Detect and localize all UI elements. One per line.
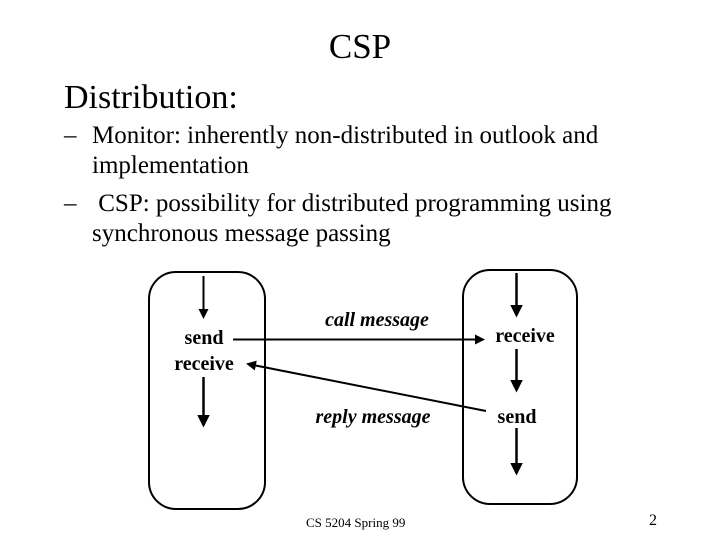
bullet-text-line: Monitor: inherently non-distributed in o… xyxy=(92,122,599,149)
left-receive-label: receive xyxy=(174,353,234,375)
right-process-box xyxy=(462,269,578,505)
left-process-box xyxy=(148,271,266,510)
left-send-label: send xyxy=(184,327,224,349)
bullet-dash: – xyxy=(64,190,77,217)
bullet-text-line: synchronous message passing xyxy=(92,220,391,247)
bullet-item: – Monitor: inherently non-distributed in… xyxy=(64,121,684,181)
bullet-dash: – xyxy=(64,122,77,149)
slide-title: CSP xyxy=(328,27,392,66)
right-send-label: send xyxy=(497,406,537,428)
bullet-text-line: CSP: possibility for distributed program… xyxy=(92,190,612,217)
reply-message-label: reply message xyxy=(315,406,431,428)
bullet-text: Monitor: inherently non-distributed in o… xyxy=(92,121,598,181)
bullet-list: – Monitor: inherently non-distributed in… xyxy=(64,121,684,249)
bullet-item: – CSP: possibility for distributed progr… xyxy=(64,189,684,249)
right-receive-label: receive xyxy=(495,325,555,347)
section-heading: Distribution: xyxy=(64,79,238,116)
bullet-text-line: implementation xyxy=(92,152,249,179)
call-message-label: call message xyxy=(325,309,429,331)
page-number: 2 xyxy=(649,512,657,529)
reply-message-arrow xyxy=(246,360,487,412)
footer-course-label: CS 5204 Spring 99 xyxy=(306,515,406,530)
bullet-text: CSP: possibility for distributed program… xyxy=(92,189,611,249)
